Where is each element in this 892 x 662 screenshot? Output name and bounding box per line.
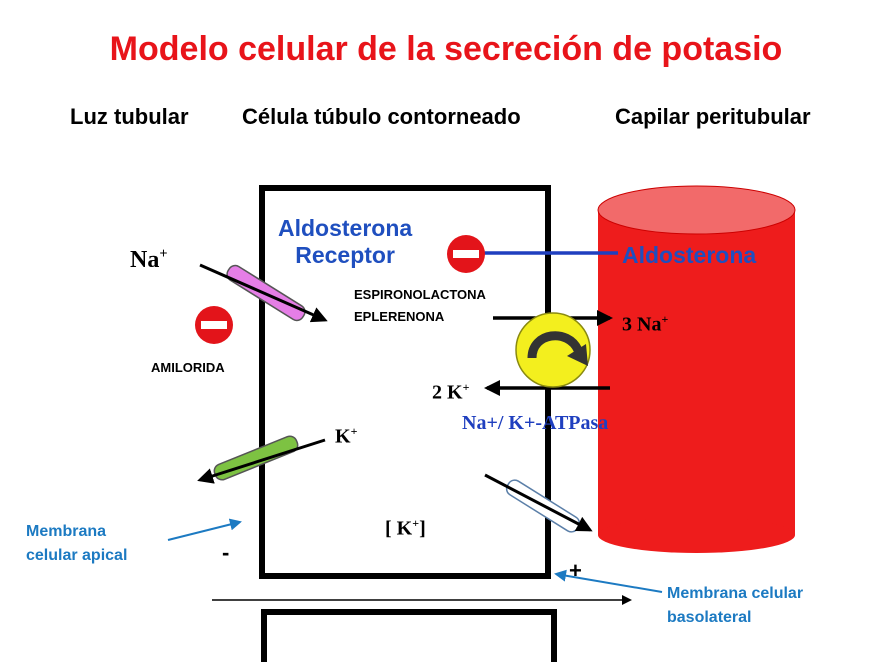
aldosterone-label: Aldosterona [622,242,757,268]
header-celula: Célula túbulo contorneado [242,104,521,129]
romk-channel [197,435,326,484]
page-title: Modelo celular de la secreción de potasi… [109,30,783,68]
na-k-atpase-pump [484,310,613,396]
stop-icon-receptor [447,235,485,273]
header-luz-tubular: Luz tubular [70,104,189,129]
adjacent-cell [261,609,557,662]
na-out-label: 3 Na+ [622,312,669,336]
basolateral-line1: Membrana celular [667,585,804,602]
receptor-line1: Aldosterona [278,215,413,241]
k-channel-label: K+ [335,424,358,448]
inhibitor-espironolactona: ESPIRONOLACTONA [354,287,486,302]
basolateral-membrane-label: Membrana celular basolateral [667,582,803,630]
header-capilar: Capilar peritubular [615,104,811,129]
na-lumen-label: Na+ [130,246,168,273]
k-concentration-label: [ K+] [385,516,426,540]
enac-channel [199,263,328,323]
atpase-label: Na+/ K+-ATPasa [462,412,609,434]
basolateral-pointer-arrow [554,569,663,593]
apical-line1: Membrana [26,523,107,540]
inhibitor-eplerenona: EPLERENONA [354,309,445,324]
k-in-label: 2 K+ [432,380,470,404]
receptor-line2: Receptor [295,242,395,268]
amiloride-label: AMILORIDA [151,360,225,375]
stop-icon-amiloride [195,306,233,344]
aldosterone-receptor-label: Aldosterona Receptor [278,215,412,269]
basolateral-line2: basolateral [667,609,752,626]
apical-pointer-arrow [167,518,242,541]
basolateral-k-channel [484,473,593,533]
positive-charge-label: + [569,558,582,583]
apical-membrane-label: Membrana celular apical [26,520,127,568]
capillary-cylinder [597,185,796,553]
apical-line2: celular apical [26,547,128,564]
inhibitor-label: ESPIRONOLACTONA EPLERENONA [354,284,486,328]
negative-charge-label: - [222,540,230,565]
